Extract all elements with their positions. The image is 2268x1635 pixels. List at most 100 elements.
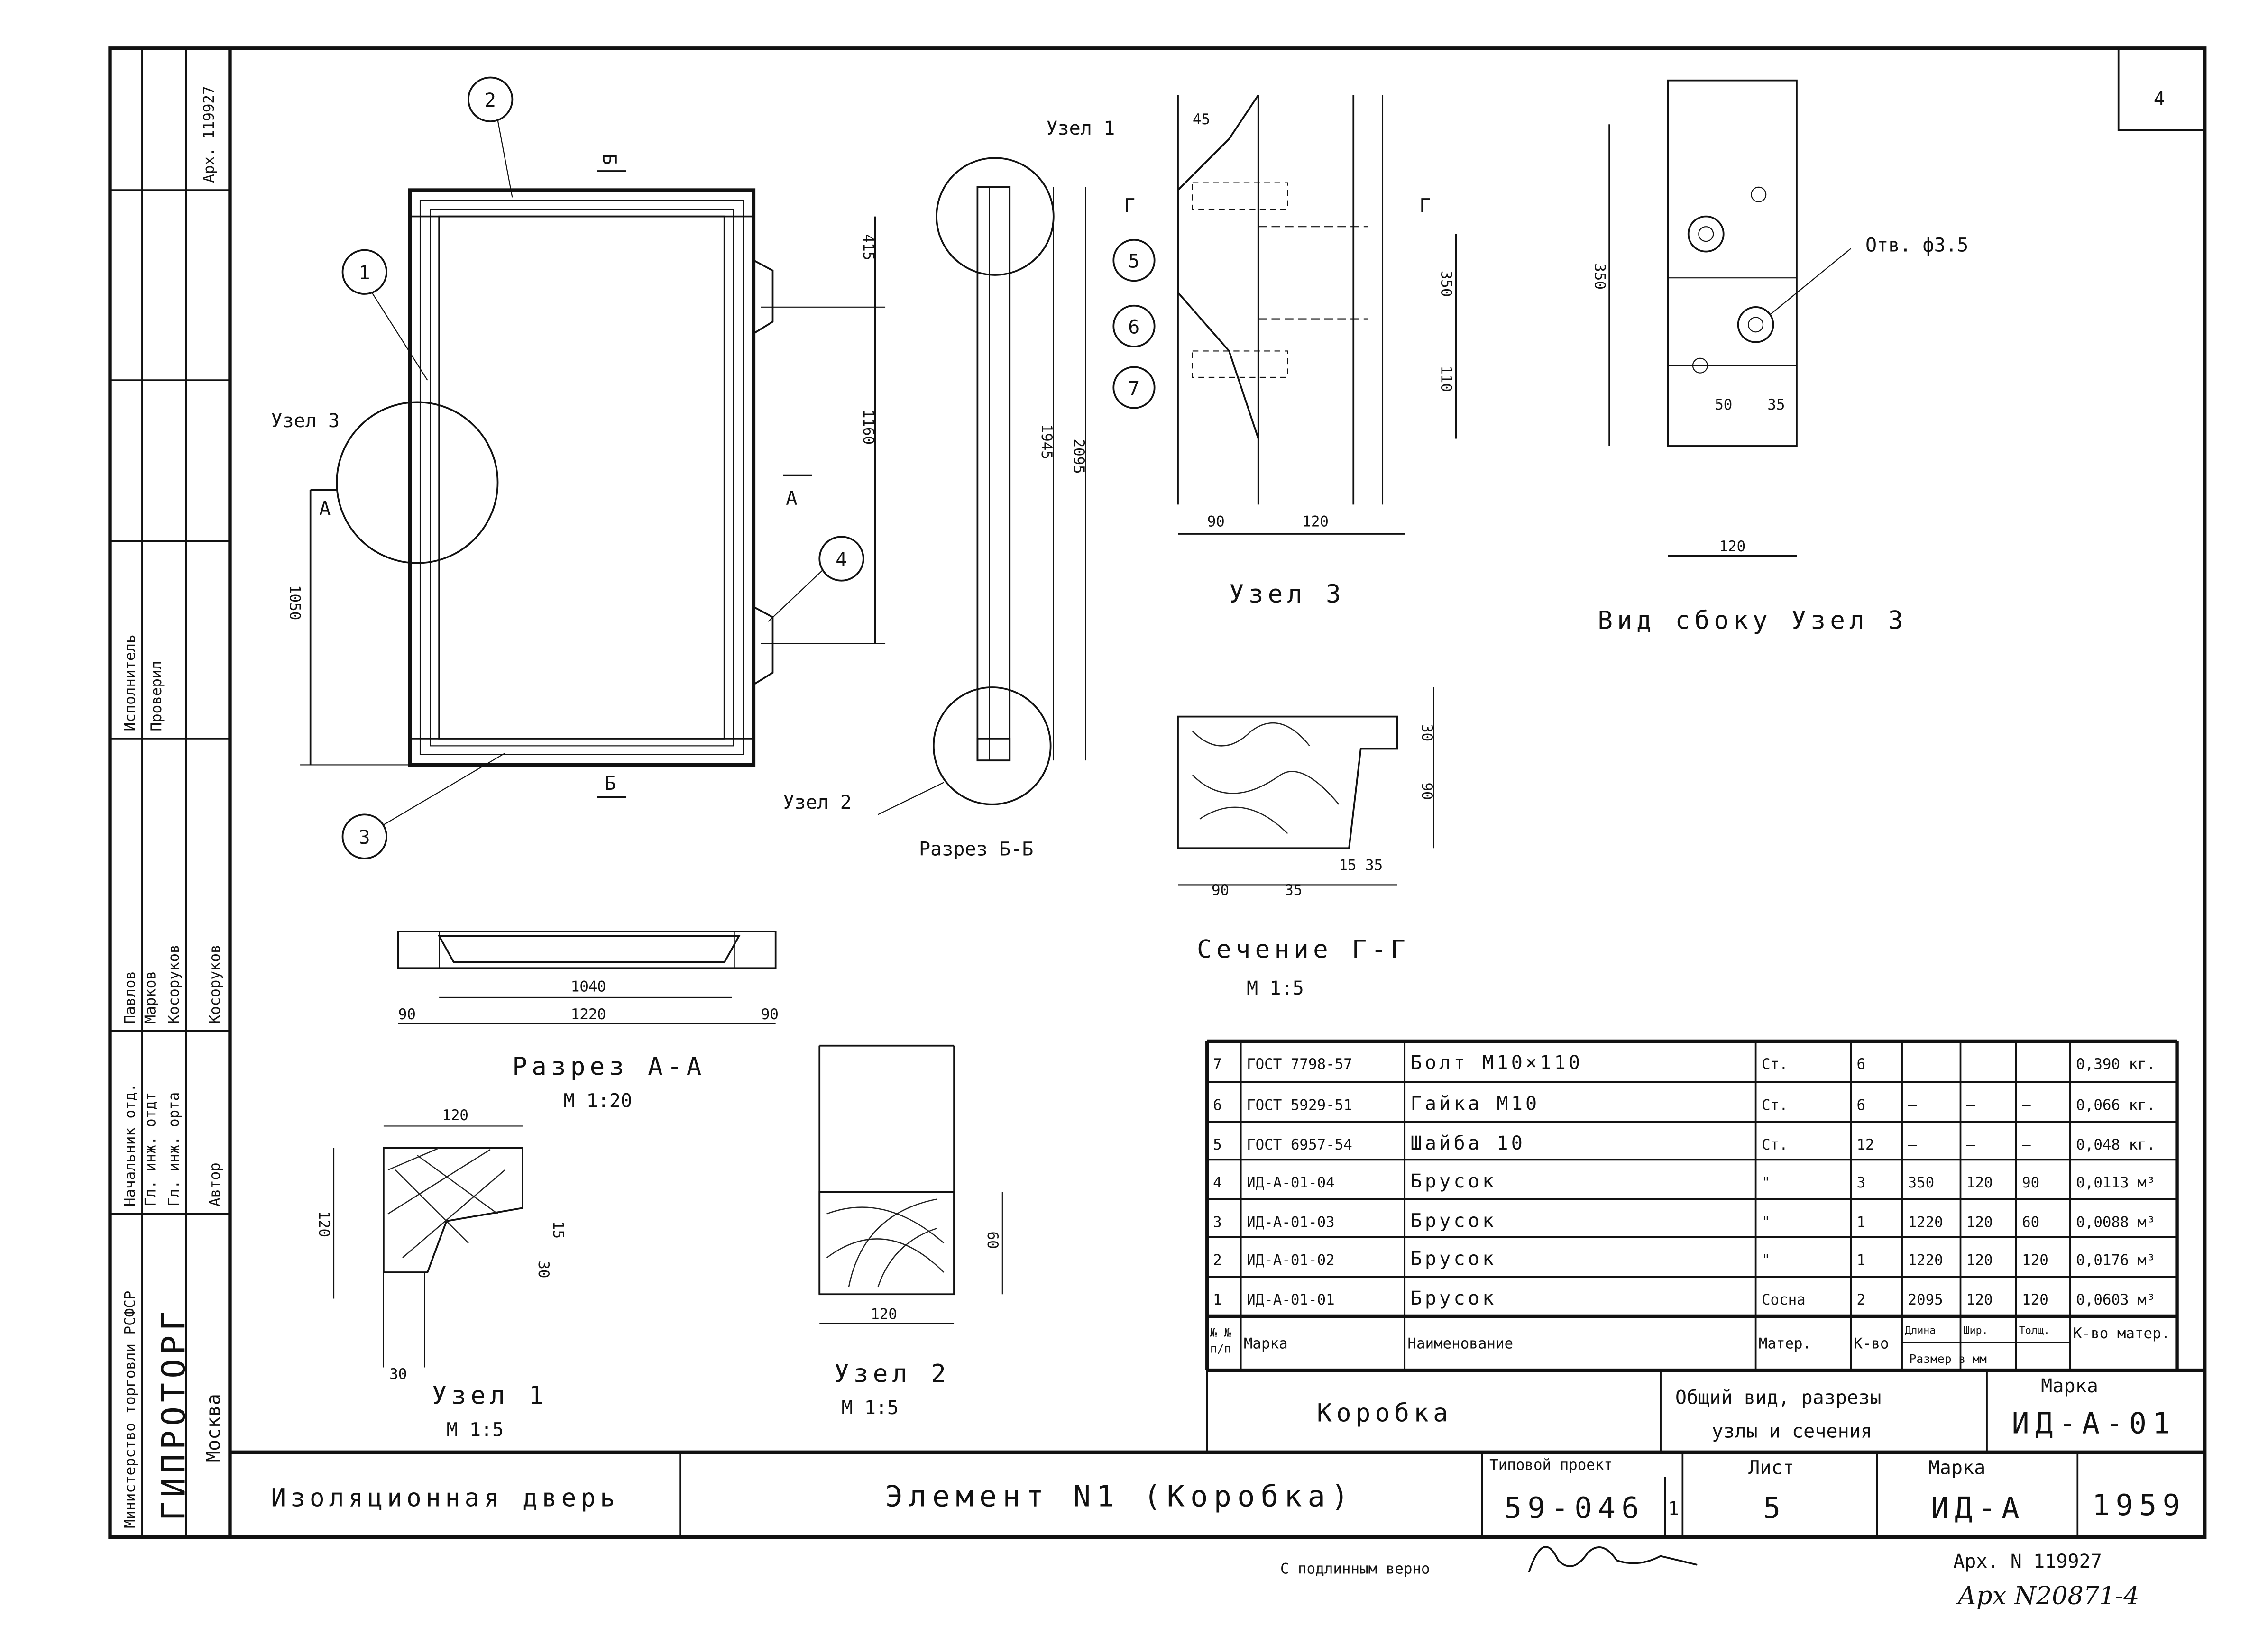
year: 1959 (2092, 1488, 2186, 1522)
dim-1160: 1160 (860, 410, 877, 445)
role-author: Автор (206, 1162, 223, 1206)
table-cell: 120 (1966, 1252, 1993, 1269)
callout-2: 2 (485, 90, 496, 111)
n1-dim-120-top: 120 (442, 1107, 468, 1124)
table-header: Толщ. (2019, 1324, 2050, 1336)
table-cell: 1 (1856, 1252, 1865, 1269)
table-cell: Гайка М10 (1411, 1093, 1540, 1114)
table-cell: Болт М10×110 (1411, 1052, 1583, 1074)
callout-5: 5 (1128, 251, 1139, 273)
mark-value: ИД-А-01 (2011, 1406, 2176, 1440)
role-check: Проверил (148, 661, 165, 731)
table-cell: Ст. (1762, 1096, 1788, 1114)
section-bb: Узел 1 Узел 2 1945 2095 Разрез Б-Б (783, 118, 1115, 860)
node2-scale: М 1:5 (842, 1397, 899, 1419)
node3-dim-90: 90 (1207, 513, 1225, 530)
table-cell: " (1762, 1252, 1771, 1269)
gg-dim-15-35: 15 35 (1339, 857, 1383, 874)
dim-1945: 1945 (1038, 424, 1055, 459)
node3-ref-label: Узел 3 (271, 410, 340, 432)
role-exec: Исполнитель (121, 634, 138, 731)
section-aa-scale: М 1:20 (563, 1090, 632, 1112)
city-name: Москва (202, 1394, 224, 1462)
side-view-node3: Отв. ф3.5 350 50 35 120 Вид сбоку Узел 3 (1591, 79, 1968, 635)
section-g-left-label: Г (1124, 195, 1135, 217)
frame-elevation: А А Б Б Узел 3 415 1160 1050 1 2 3 4 (271, 76, 886, 859)
mark-label: Марка (2041, 1375, 2098, 1397)
table-header: Матер. (1759, 1335, 1811, 1352)
n2-dim-60: 60 (984, 1232, 1001, 1249)
side-view-title: Вид сбоку Узел 3 (1598, 606, 1907, 635)
role-chief-ort: Гл. инж. орта (165, 1092, 183, 1206)
node2-ref-label: Узел 2 (783, 792, 852, 813)
signature (1528, 1546, 1698, 1572)
table-cell: " (1762, 1174, 1771, 1191)
name-4: Косоруков (206, 944, 223, 1023)
table-cell: Сосна (1762, 1291, 1806, 1308)
element-title: Элемент N1 (Коробка) (885, 1480, 1355, 1514)
table-cell: 7 (1213, 1056, 1222, 1073)
side-stamp: Арх. 119927 Исполнитель Проверил Павлов … (110, 48, 230, 1537)
node3-dim-120: 120 (1302, 513, 1329, 530)
node3-detail: 45 350 110 90 120 Г Г 5 6 7 Узел 3 (1112, 94, 1457, 609)
n1-dim-30h: 30 (389, 1366, 407, 1383)
n2-dim-120: 120 (871, 1306, 897, 1323)
table-cell: 1220 (1908, 1214, 1943, 1231)
section-b-bottom-label: Б (605, 773, 616, 795)
table-cell: Ст. (1762, 1136, 1788, 1153)
table-cell: Брусок (1411, 1288, 1497, 1309)
node3-dim-350: 350 (1437, 271, 1454, 297)
sheet-content-1: Общий вид, разрезы (1675, 1387, 1881, 1409)
callout-3: 3 (358, 827, 370, 849)
table-cell: 3 (1213, 1214, 1222, 1231)
callout-1: 1 (358, 262, 370, 284)
table-cell: Брусок (1411, 1248, 1497, 1270)
dim-1050: 1050 (286, 585, 303, 620)
gg-dim-90v: 90 (1418, 782, 1435, 800)
sheet-value: 5 (1763, 1491, 1786, 1525)
section-gg: 30 90 90 35 15 35 Сечение Г-Г М 1:5 (1177, 687, 1435, 999)
role-chief-dept: Гл. инж. отдт (142, 1092, 159, 1206)
table-cell: — (2022, 1136, 2031, 1153)
table-cell: Брусок (1411, 1210, 1497, 1232)
node2-detail: 60 120 Узел 2 М 1:5 (818, 1044, 1003, 1419)
org-name: ГИПРОТОРГ (155, 1307, 193, 1521)
table-cell: 2095 (1908, 1291, 1943, 1308)
table-cell: 350 (1908, 1174, 1934, 1191)
table-cell: 2 (1856, 1291, 1865, 1308)
gg-dim-30: 30 (1418, 724, 1435, 741)
table-cell: 60 (2022, 1214, 2039, 1231)
table-cell: ГОСТ 5929-51 (1247, 1096, 1352, 1114)
side-dim-120: 120 (1719, 538, 1745, 555)
section-aa-title: Разрез А-А (512, 1052, 706, 1081)
table-cell: ИД-А-01-01 (1247, 1291, 1335, 1308)
section-aa: 1040 1220 90 90 Разрез А-А М 1:20 (397, 931, 779, 1112)
mark2-value: ИД-А (1931, 1491, 2025, 1525)
table-cell: 6 (1213, 1096, 1222, 1114)
table-cell: 5 (1213, 1136, 1222, 1153)
table-cell: 120 (2022, 1291, 2048, 1308)
table-cell: 0,0176 м³ (2076, 1252, 2155, 1269)
table-cell: 0,0603 м³ (2076, 1291, 2155, 1308)
table-cell: ИД-А-01-04 (1247, 1174, 1335, 1191)
table-cell: Ст. (1762, 1056, 1788, 1073)
side-dim-50: 50 (1715, 396, 1732, 413)
table-cell: 120 (1966, 1291, 1993, 1308)
aa-dim-90-left: 90 (398, 1006, 416, 1023)
mark2-label: Марка (1928, 1457, 1986, 1479)
section-gg-scale: М 1:5 (1247, 977, 1304, 999)
table-cell: 1 (1856, 1214, 1865, 1231)
side-dim-350: 350 (1591, 263, 1608, 290)
node1-scale: М 1:5 (447, 1419, 504, 1441)
hole-label: Отв. ф3.5 (1865, 235, 1968, 256)
project-label: Типовой проект (1489, 1456, 1613, 1473)
table-size-header: Размер в мм (1910, 1352, 1987, 1366)
element-name: Коробка (1317, 1399, 1452, 1428)
aa-dim-90-right: 90 (761, 1006, 779, 1023)
project-part: 1 (1668, 1498, 1680, 1520)
table-header: Наименование (1407, 1335, 1513, 1352)
name-3: Косоруков (165, 944, 183, 1023)
